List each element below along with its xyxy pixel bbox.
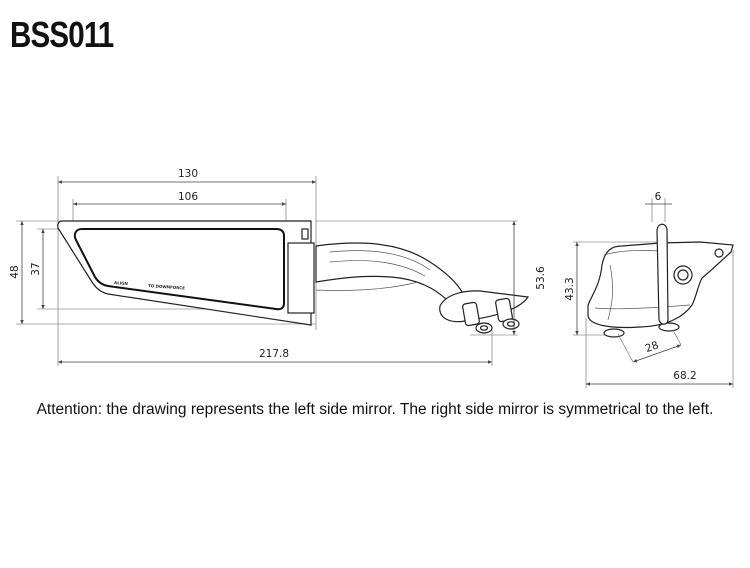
product-code-title: BSS011: [10, 14, 114, 55]
dim-106: 106: [178, 191, 198, 203]
dim-217-8: 217.8: [259, 348, 289, 360]
dim-48: 48: [9, 265, 21, 278]
mirror-side-view: [573, 198, 734, 388]
dim-68-2: 68.2: [673, 370, 696, 382]
dim-37: 37: [30, 262, 42, 275]
dim-53-6: 53.6: [535, 266, 547, 290]
mirror-label-downforce: TO DOWNFORCE: [148, 283, 185, 291]
attention-caption: Attention: the drawing represents the le…: [36, 401, 714, 418]
dim-130: 130: [178, 168, 198, 180]
mirror-label-align: ALIGN: [114, 280, 128, 286]
dim-43-3: 43.3: [564, 277, 576, 300]
dim-line-28: [632, 344, 682, 363]
dim-6: 6: [655, 191, 662, 203]
dim-28: 28: [644, 339, 661, 355]
mirror-front-view: ALIGN TO DOWNFORCE: [16, 176, 530, 366]
